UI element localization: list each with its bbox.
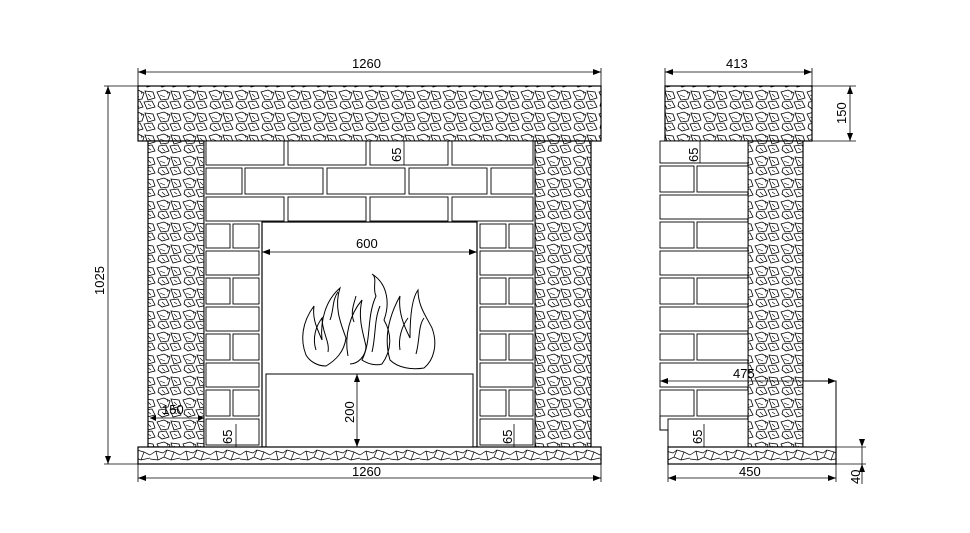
firebox-base-height-label: 200 [342,401,357,423]
front-view: 1260 1260 1025 600 200 150 65 65 [92,56,602,482]
side-stone-column [747,140,804,448]
front-left-column [147,140,205,448]
side-base-height-label: 40 [848,470,863,484]
firebox-base [265,373,474,448]
front-height-label: 1025 [92,266,107,295]
side-bricks [659,140,749,448]
side-stone-width-label: 150 [162,402,184,417]
side-brick-bottom-label: 65 [690,430,705,444]
side-base-depth-label: 450 [739,464,761,479]
front-base [137,446,602,465]
front-mantel [137,85,602,142]
firebox-width-label: 600 [356,236,378,251]
front-top-width-label: 1260 [352,56,381,71]
front-right-column [534,140,592,448]
side-top-block [664,85,813,142]
left-brick-height-label: 65 [220,430,235,444]
side-inner-depth-label: 475 [733,366,755,381]
front-bricks-left [205,223,260,446]
side-depth-top-label: 413 [726,56,748,71]
side-notch [659,416,669,447]
front-dimensions: 1260 1260 1025 600 200 150 65 65 [92,56,602,482]
side-view: 413 150 65 475 65 450 40 [659,56,866,484]
side-dimensions: 413 150 65 475 65 450 40 [660,56,866,484]
side-hearth-block [802,380,837,448]
flame-illustration [302,273,436,370]
top-brick-height-label: 65 [389,148,404,162]
front-bottom-width-label: 1260 [352,464,381,479]
side-top-height-label: 150 [834,102,849,124]
front-bricks-right [479,223,534,446]
side-base [667,446,837,465]
side-brick-top-label: 65 [686,148,701,162]
front-bricks-upper [205,140,534,222]
right-brick-height-label: 65 [500,430,515,444]
